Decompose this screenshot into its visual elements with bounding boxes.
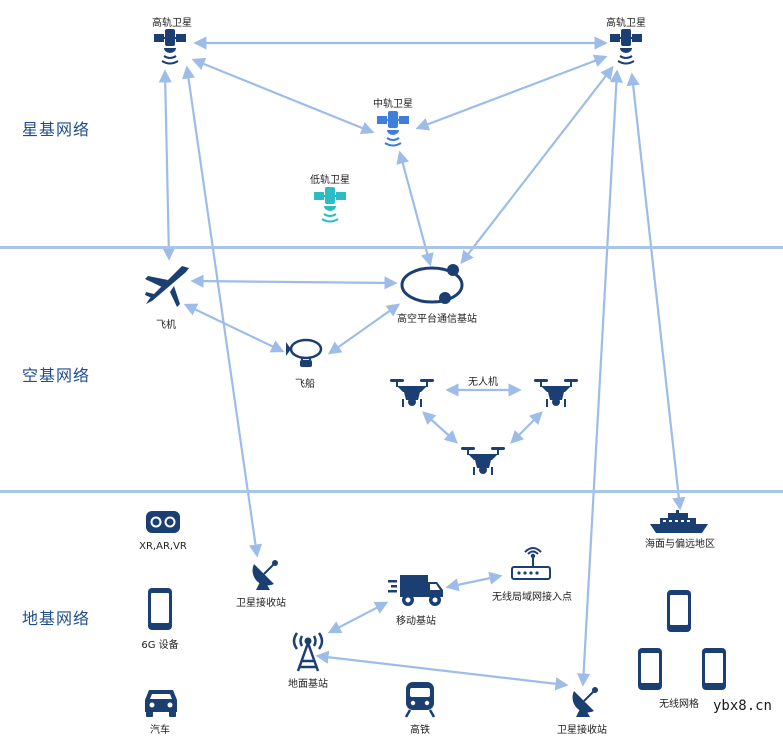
wlan-access-point-label: 无线局域网接入点 [492, 592, 572, 603]
high-speed-rail-label: 高铁 [410, 725, 430, 736]
link-georight-meo [415, 54, 608, 131]
geo-satellite-left-icon [154, 29, 186, 65]
satellite-dish-right-label: 卫星接收站 [557, 725, 607, 736]
link-uav-left-bottom [422, 411, 458, 444]
zone-label-ground: 地基网络 [22, 609, 91, 628]
uav-right-icon [534, 379, 578, 407]
link-aircraft-hap [190, 274, 398, 290]
grid-phone-top-icon [667, 590, 691, 632]
link-geoleft-meo [191, 57, 375, 135]
wireless-grid-label: 无线网格 [659, 699, 699, 710]
leo-satellite-icon [314, 187, 346, 223]
link-georight-hap [460, 65, 614, 265]
link-airship-hap [327, 303, 401, 355]
car-icon [145, 690, 177, 717]
zone-label-air: 空基网络 [22, 366, 91, 385]
6g-device-icon [148, 588, 172, 630]
leo-satellite-label: 低轨卫星 [310, 175, 350, 186]
mobile-base-station-label: 移动基站 [396, 616, 436, 627]
geo-satellite-left-label: 高轨卫星 [152, 18, 192, 29]
6g-device-label: 6G 设备 [141, 640, 179, 651]
space-air-separator [0, 246, 783, 249]
link-aircraft-airship [183, 303, 285, 353]
high-altitude-platform-label: 高空平台通信基站 [397, 314, 477, 325]
meo-satellite-icon [377, 111, 409, 147]
airship-icon [286, 338, 323, 367]
ship-icon [650, 510, 708, 533]
mobile-base-station-icon [388, 575, 443, 606]
link-mobilebs-wlan [445, 571, 503, 592]
watermark: ybx8.cn [709, 697, 775, 715]
high-altitude-platform-icon [400, 264, 464, 304]
aircraft-icon [145, 266, 189, 307]
xr-label: XR,AR,VR [139, 541, 187, 552]
satellite-dish-left-label: 卫星接收站 [236, 598, 286, 609]
uav-left-icon [390, 379, 434, 407]
geo-satellite-right-icon [610, 29, 642, 65]
grid-phone-right-icon [702, 648, 726, 690]
link-uav-right-bottom [510, 411, 543, 444]
wlan-access-point-icon [511, 547, 551, 580]
airship-label: 飞船 [295, 379, 315, 390]
ship-label: 海面与偏远地区 [645, 539, 715, 550]
satellite-dish-left-icon [252, 560, 278, 590]
uav-bottom-icon [461, 447, 505, 475]
aircraft-label: 飞机 [156, 320, 176, 331]
link-georight-maritime [626, 72, 686, 511]
meo-satellite-label: 中轨卫星 [373, 99, 413, 110]
satellite-dish-right-icon [572, 687, 598, 717]
link-georight-satrx [576, 69, 624, 687]
xr-headset-icon [146, 511, 180, 533]
link-meo-hap [396, 150, 434, 267]
car-label: 汽车 [150, 725, 170, 736]
geo-satellite-right-label: 高轨卫星 [606, 18, 646, 29]
link-bs-satrx [315, 650, 569, 691]
ground-base-station-icon [292, 632, 324, 672]
air-ground-separator [0, 490, 783, 493]
link-geoleft-aircraft [158, 69, 176, 261]
ground-base-station-label: 地面基站 [288, 679, 328, 690]
link-bs-mobilebs [327, 601, 389, 634]
zone-label-space: 星基网络 [22, 120, 91, 139]
grid-phone-left-icon [638, 648, 662, 690]
uav-label: 无人机 [468, 377, 498, 388]
high-speed-rail-icon [404, 682, 436, 718]
